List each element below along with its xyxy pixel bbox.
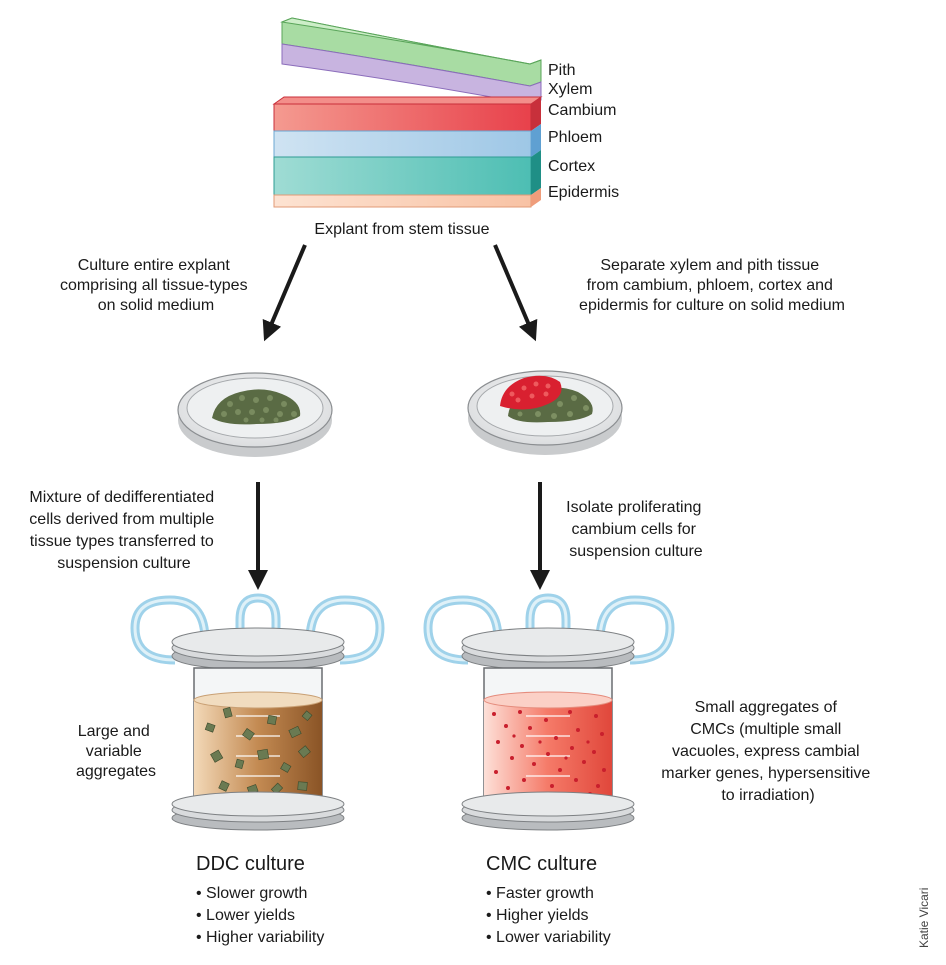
ddc-bullets: • Slower growth • Lower yields • Higher … — [196, 885, 324, 946]
cmc-title: CMC culture — [486, 853, 597, 875]
right-aggregate-note: Small aggregates of CMCs (multiple small… — [661, 699, 874, 804]
ddc-title: DDC culture — [196, 853, 305, 875]
bioreactor-ddc — [130, 593, 385, 831]
layer-label-pith: Pith — [548, 62, 576, 79]
left-step1-text: Culture entire explant comprising all ti… — [60, 257, 252, 314]
large-aggregates — [204, 706, 313, 802]
petri-dish-left — [177, 372, 333, 457]
callus-cambium-red — [500, 375, 562, 410]
cortex-layer — [273, 156, 532, 196]
cmc-bullets: • Faster growth • Higher yields • Lower … — [486, 885, 611, 946]
left-aggregate-note: Large and variable aggregates — [76, 723, 156, 780]
arrow-right-1 — [493, 244, 538, 342]
explant-caption: Explant from stem tissue — [314, 221, 489, 238]
artist-credit: Katie Vicari — [917, 888, 931, 948]
layer-label-cortex: Cortex — [548, 158, 595, 175]
small-aggregates — [492, 710, 606, 802]
layer-label-xylem: Xylem — [548, 81, 592, 98]
layer-label-epidermis: Epidermis — [548, 184, 619, 201]
phloem-layer — [273, 130, 532, 158]
layer-label-cambium: Cambium — [548, 102, 616, 119]
stem-explant — [272, 17, 543, 208]
left-step2-text: Mixture of dedifferentiated cells derive… — [29, 489, 218, 572]
bioreactor-cmc — [423, 593, 675, 831]
right-step2-text: Isolate proliferating cambium cells for … — [566, 499, 706, 560]
layer-label-phloem: Phloem — [548, 129, 602, 146]
petri-dish-right — [467, 370, 623, 455]
right-step1-text: Separate xylem and pith tissue from camb… — [579, 257, 845, 314]
arrow-left-1 — [262, 244, 307, 342]
epidermis-layer — [273, 194, 532, 208]
cambium-layer — [273, 103, 532, 132]
